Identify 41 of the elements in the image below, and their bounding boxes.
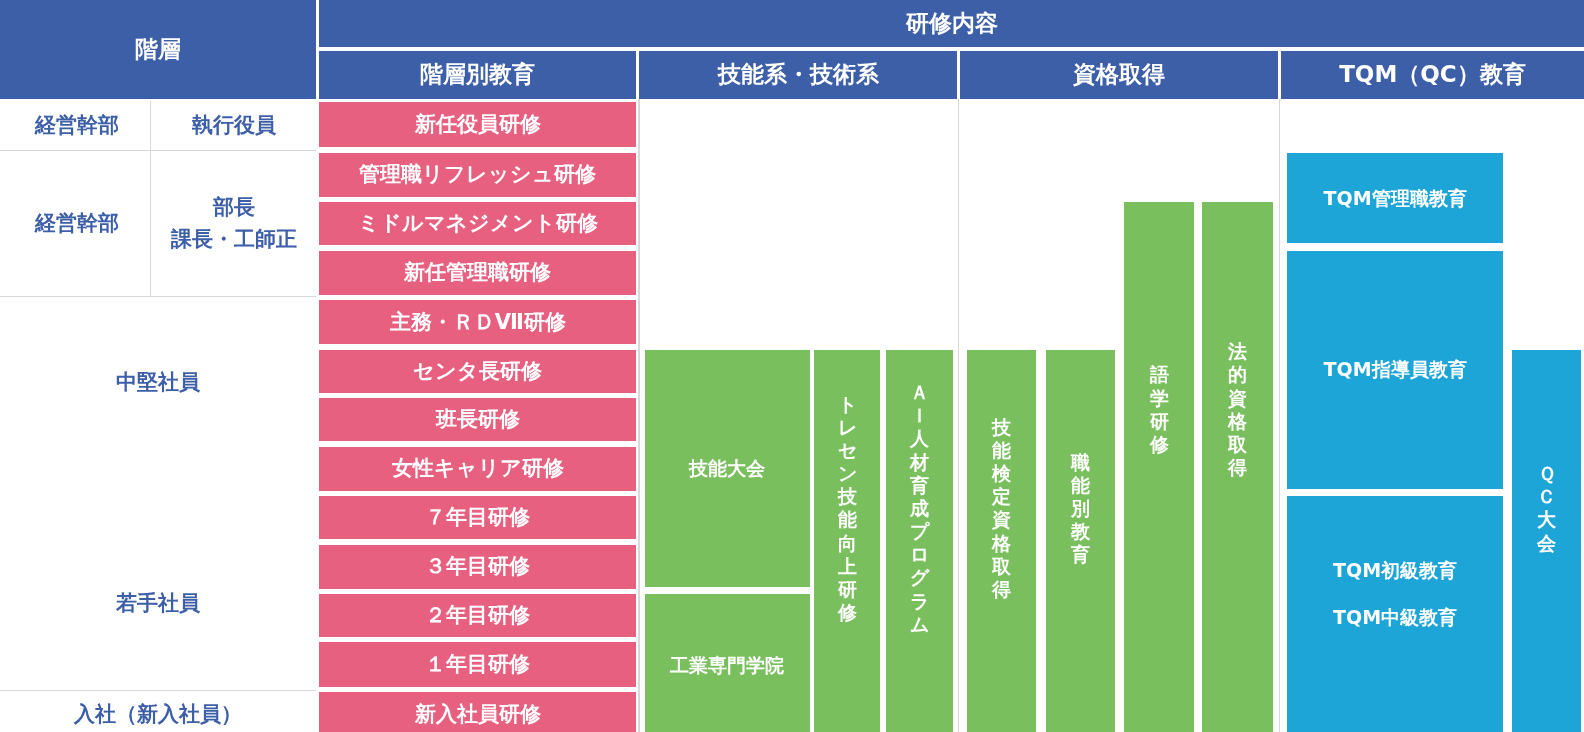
course-box: ＡＩ人材育成プログラム bbox=[885, 349, 953, 732]
course-box: 管理職リフレッシュ研修 bbox=[319, 152, 637, 197]
header-bar: 研修内容 bbox=[319, 0, 1584, 48]
course-box: センタ長研修 bbox=[319, 349, 637, 393]
row-label: 経営幹部 bbox=[34, 210, 119, 238]
course-box: 工業専門学院 bbox=[644, 594, 811, 732]
course-box: 語学研修 bbox=[1124, 202, 1195, 732]
course-box: TQM指導員教育 bbox=[1287, 250, 1504, 489]
course-box: 女性キャリア研修 bbox=[319, 446, 637, 491]
row-label: 部長 bbox=[213, 194, 256, 222]
course-label: TQM初級教育 bbox=[1333, 558, 1458, 583]
course-box: ミドルマネジメント研修 bbox=[319, 202, 637, 246]
course-box: トレセン技能向上研修 bbox=[814, 349, 880, 732]
course-box: ＱＣ大会 bbox=[1512, 349, 1581, 732]
course-box: １年目研修 bbox=[319, 642, 637, 687]
course-box: 法的資格取得 bbox=[1202, 202, 1273, 732]
header-bar: 技能系・技術系 bbox=[639, 50, 957, 99]
course-box: 職能別教育 bbox=[1045, 349, 1116, 732]
course-box: 技能大会 bbox=[644, 349, 811, 587]
row-label: 課長・工師正 bbox=[171, 226, 298, 254]
course-box: 班長研修 bbox=[319, 398, 637, 442]
course-box: 新任役員研修 bbox=[319, 102, 637, 148]
course-box: 主務・ＲＤⅦ研修 bbox=[319, 300, 637, 345]
course-box: ２年目研修 bbox=[319, 594, 637, 638]
header-bar: TQM（QC）教育 bbox=[1280, 50, 1584, 99]
row-label: 若手社員 bbox=[115, 590, 200, 618]
course-box: ３年目研修 bbox=[319, 544, 637, 589]
header-bar: 階層 bbox=[0, 0, 317, 99]
row-label: 経営幹部 bbox=[34, 112, 119, 140]
header-bar: 階層別教育 bbox=[319, 50, 637, 99]
course-box: 新入社員研修 bbox=[319, 692, 637, 732]
course-box: ７年目研修 bbox=[319, 496, 637, 540]
header-bar: 資格取得 bbox=[959, 50, 1278, 99]
row-label: 入社（新入社員） bbox=[73, 701, 242, 729]
row-label: 中堅社員 bbox=[115, 368, 200, 396]
course-box: 新任管理職研修 bbox=[319, 250, 637, 295]
course-box: 技能検定資格取得 bbox=[966, 349, 1037, 732]
row-label: 執行役員 bbox=[192, 112, 277, 140]
course-label: TQM中級教育 bbox=[1333, 604, 1458, 630]
course-box: TQM管理職教育 bbox=[1287, 152, 1504, 244]
course-box bbox=[1287, 496, 1504, 732]
